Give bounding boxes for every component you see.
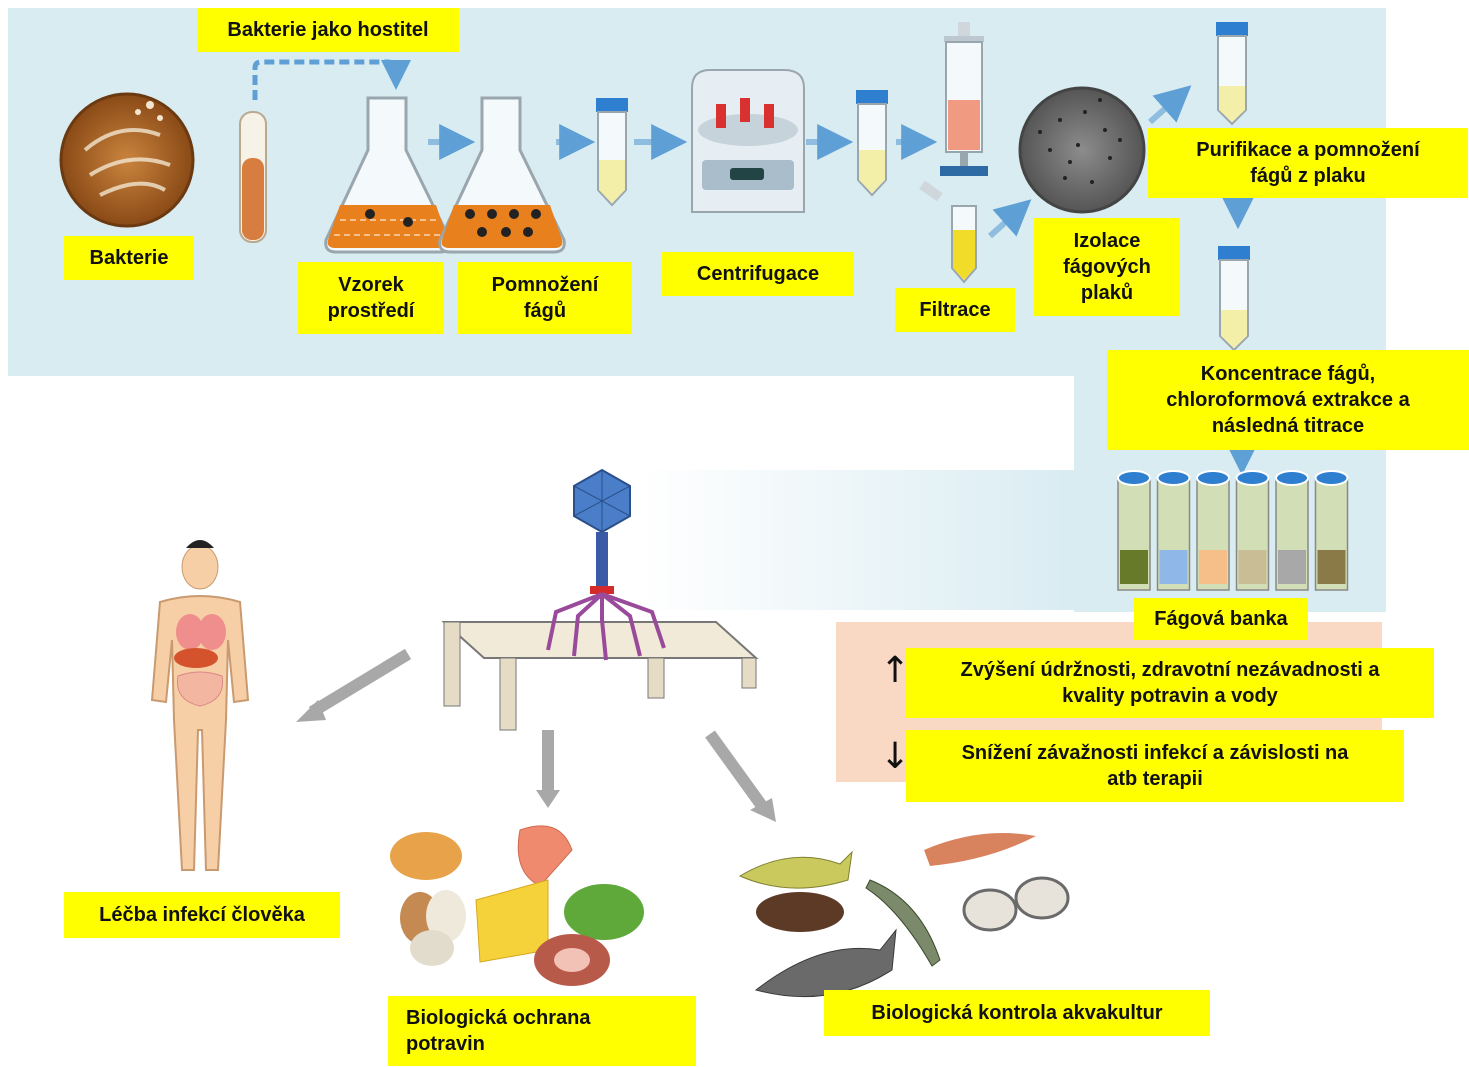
host-label: Bakterie jako hostitel (197, 8, 459, 52)
phage-bank-cylinder (1237, 471, 1269, 590)
culture-tube-icon (240, 112, 266, 242)
syringe-filter-icon (940, 22, 988, 176)
phage-bank-label: Fágová banka (1134, 598, 1308, 640)
purification-tube-icon (1216, 22, 1248, 124)
bacteria-label: Bakterie (64, 236, 194, 280)
centrifuged-tube-icon (856, 90, 888, 195)
sample-tube-icon (596, 98, 628, 205)
multiplication-label: Pomnožení fágů (458, 262, 632, 334)
sample-label: Vzorek prostředí (298, 262, 444, 334)
aquaculture-group-icon (740, 833, 1068, 997)
food-group-icon (390, 826, 644, 986)
plaque-petri-dish-icon (1020, 88, 1144, 212)
concentration-tube-icon (1218, 246, 1250, 350)
decrease-effect-label: Snížení závažnosti infekcí a závislosti … (906, 730, 1404, 802)
human-treatment-label: Léčba infekcí člověka (64, 892, 340, 938)
purification-label: Purifikace a pomnožení fágů z plaku (1148, 128, 1468, 198)
phage-bank-cylinder (1158, 471, 1190, 590)
centrifugation-label: Centrifugace (662, 252, 854, 296)
filtration-label: Filtrace (895, 288, 1015, 332)
increase-effect-label: Zvýšení údržnosti, zdravotní nezávadnost… (906, 648, 1434, 718)
concentration-label: Koncentrace fágů, chloroformová extrakce… (1107, 350, 1469, 450)
phage-bank-cylinder (1316, 471, 1348, 590)
aquaculture-control-label: Biologická kontrola akvakultur (824, 990, 1210, 1036)
plaque-isolation-label: Izolace fágových plaků (1034, 218, 1180, 316)
bacteria-petri-dish-icon (61, 94, 193, 226)
centrifuge-icon (692, 70, 804, 212)
phage-bank-cylinder (1197, 471, 1229, 590)
human-body-icon (152, 540, 248, 870)
food-protection-label: Biologická ochrana potravin (388, 996, 696, 1066)
application-arrows (296, 654, 776, 822)
phage-bank-cylinder (1118, 471, 1150, 590)
phage-bank-cylinder (1276, 471, 1308, 590)
